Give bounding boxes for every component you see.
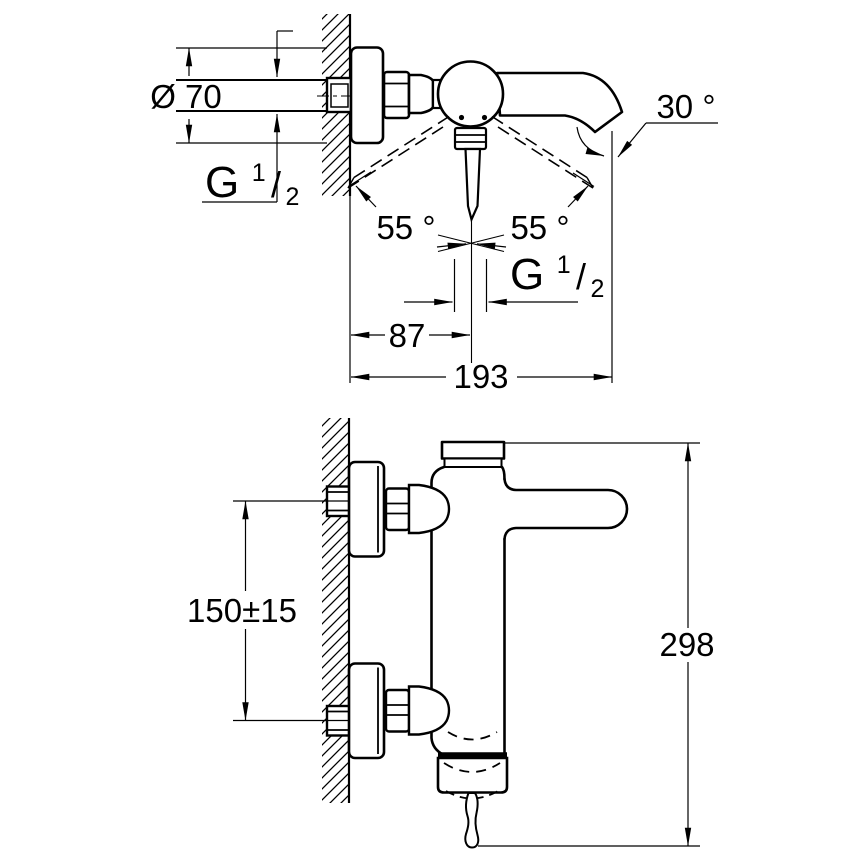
front-view: 150±15 298 [187,418,715,849]
body-right-edge-upper [500,465,506,481]
hot-indicator-dot [458,114,465,121]
wall-connection-top [347,460,451,558]
spout [495,71,624,134]
lever-handle [503,477,629,541]
internal-dashed-arc-2 [443,762,501,773]
handle-angle-left-label: 55 ° [376,209,435,246]
wall-section-front-view [322,418,351,803]
handle-collar [453,126,488,151]
handle-angle-right-label: 55 ° [510,209,569,246]
escutcheon-diameter-label: Ø 70 [150,78,222,115]
union-nut [384,487,411,532]
connection-spacing-label: 150±15 [187,592,297,629]
faucet-body-top-view [349,46,624,223]
dim-overall-height: 298 [659,442,715,847]
cap-ring [443,457,503,468]
wall-to-spout-tip-label: 193 [453,358,508,395]
wall-section-top-view [322,14,352,383]
wall-hatching [322,418,349,803]
swivel-arc-arrow [576,126,605,157]
escutcheon [349,46,385,145]
wall-thread-label: G 1 / 2 [205,158,299,211]
dim-wall-thread: G 1 / 2 [202,30,299,211]
internal-dashed-arc-1 [447,731,498,741]
internal-dashed-arc-3 [445,790,499,800]
handle-swivel-range [347,115,594,189]
dim-connection-spacing: 150±15 [187,500,349,722]
union-cone [407,483,451,535]
union-cone [407,73,435,115]
dim-spout-angle: 30 ° [576,88,718,383]
cold-indicator-dot [481,114,488,121]
dim-outlet-thread: G 1 / 2 [404,250,604,312]
outlet-thread-label: G 1 / 2 [510,250,604,303]
overall-height-label: 298 [659,626,714,663]
spout-angle-label: 30 ° [656,88,715,125]
aerator-housing [436,756,509,794]
wall-to-outlet-label: 87 [389,317,426,354]
dim-wall-to-spout-tip: 193 [350,358,613,395]
faucet-body-front-view [430,440,629,756]
escutcheon [347,460,386,558]
outlet-assembly [436,731,509,849]
ghost-end-left [347,177,355,189]
dim-handle-angle: 55 ° 55 ° [349,171,595,363]
top-view: 55 ° 55 ° 30 ° Ø 70 G 1 / [150,14,718,395]
ghost-end-right [586,177,594,189]
body-top-cap [440,440,506,460]
union-nut [382,70,411,120]
lever-handle [464,147,482,223]
body-left-edge [430,465,446,756]
dim-wall-to-outlet: 87 [350,317,471,354]
cartridge-cap [436,60,505,128]
water-stream [464,792,480,849]
dim-escutcheon-diameter: Ø 70 [150,47,222,144]
